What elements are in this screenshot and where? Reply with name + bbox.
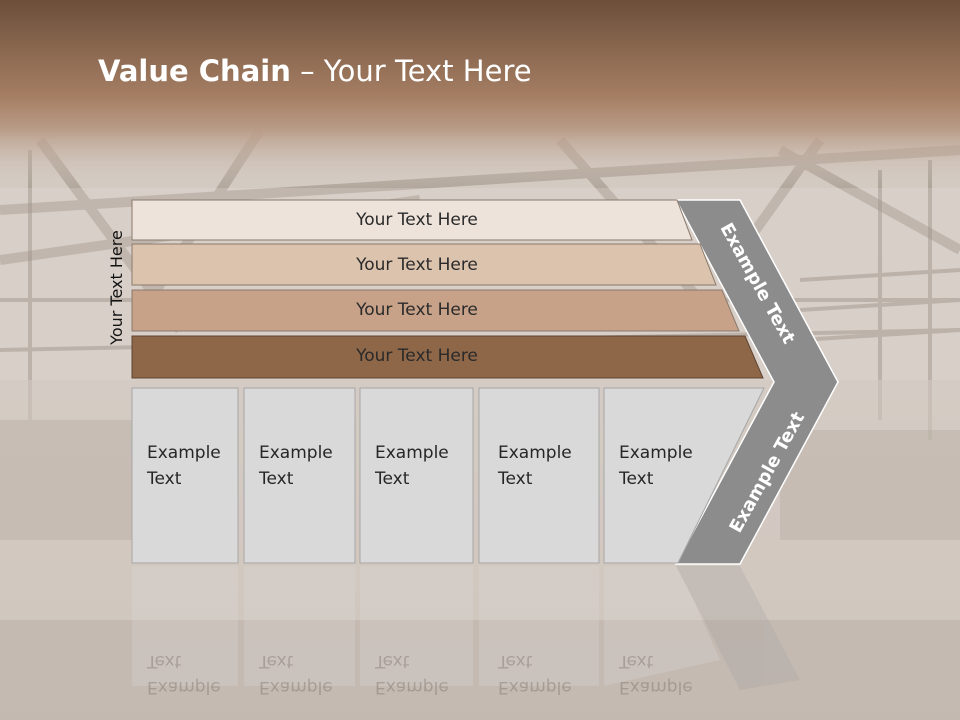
box-5-line2: Text <box>619 469 654 489</box>
box-1-line2: Text <box>147 469 182 489</box>
reflection-shapes <box>132 566 800 690</box>
box-4-reflection-line2: Text <box>498 651 533 671</box>
box-5-reflection: Example Text <box>604 640 714 700</box>
side-label-text: Your Text Here <box>106 229 126 345</box>
box-5-reflection-line2: Text <box>619 651 654 671</box>
side-label: Your Text Here <box>104 222 128 352</box>
box-2-reflection: Example Text <box>244 640 355 700</box>
box-3-line2: Text <box>375 469 410 489</box>
box-5-reflection-line1: Example <box>619 677 693 697</box>
box-shape-3 <box>359 387 474 564</box>
box-1-reflection-line2: Text <box>147 651 182 671</box>
box-4-reflection: Example Text <box>483 640 599 700</box>
band-4-label: Your Text Here <box>356 346 478 366</box>
band-3: Your Text Here <box>132 290 762 330</box>
box-2-line1: Example <box>259 443 333 463</box>
box-1-reflection: Example Text <box>132 640 238 700</box>
box-shape-1 <box>131 387 239 564</box>
band-shape-4 <box>131 335 764 379</box>
box-2-reflection-line2: Text <box>259 651 294 671</box>
box-2-line2: Text <box>259 469 294 489</box>
box-shape-2 <box>243 387 356 564</box>
box-4-line1: Example <box>498 443 572 463</box>
arrow-chevron <box>674 199 839 565</box>
box-3-reflection: Example Text <box>360 640 473 700</box>
box-4-line2: Text <box>498 469 533 489</box>
band-3-label: Your Text Here <box>356 300 478 320</box>
title-rest-part: – Your Text Here <box>290 54 532 88</box>
box-3-line1: Example <box>375 443 449 463</box>
box-4-reflection-line1: Example <box>498 677 572 697</box>
box-1-reflection-line1: Example <box>147 677 221 697</box>
box-3-reflection-line1: Example <box>375 677 449 697</box>
box-3-reflection-line2: Text <box>375 651 410 671</box>
band-2: Your Text Here <box>132 245 762 285</box>
band-1-label: Your Text Here <box>356 210 478 230</box>
band-4: Your Text Here <box>132 336 762 376</box>
band-shape-3 <box>131 289 740 332</box>
slide-title: Value Chain – Your Text Here <box>98 54 532 94</box>
band-shape-2 <box>131 243 717 286</box>
band-shape-1 <box>131 199 693 241</box>
title-bold-part: Value Chain <box>98 54 291 88</box>
box-shape-5 <box>603 387 765 564</box>
box-1-line1: Example <box>147 443 221 463</box>
box-shape-4 <box>478 387 600 564</box>
band-2-label: Your Text Here <box>356 255 478 275</box>
box-2-reflection-line1: Example <box>259 677 333 697</box>
band-1: Your Text Here <box>132 200 762 240</box>
box-5-line1: Example <box>619 443 693 463</box>
